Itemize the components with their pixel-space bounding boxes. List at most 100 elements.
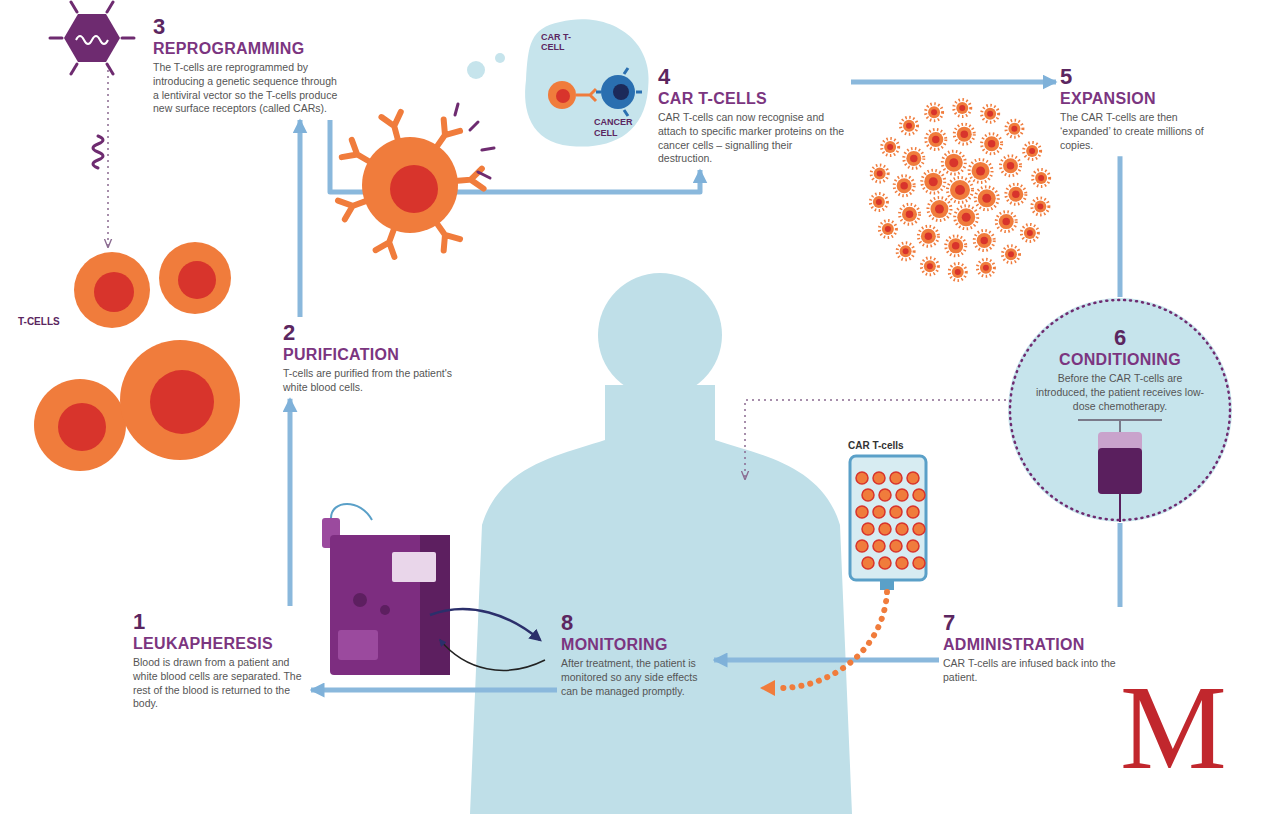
expanded-cell (1008, 123, 1020, 135)
bag-cell (896, 523, 908, 535)
lentivirus-icon (71, 64, 77, 74)
expanded-cell (1002, 246, 1019, 263)
chemotherapy-bag (1098, 432, 1142, 494)
expanded-cell (930, 200, 948, 218)
expanded-cell (1007, 162, 1015, 170)
expanded-cell (897, 243, 914, 260)
expanded-cell (922, 170, 945, 193)
chemotherapy-bag (1119, 494, 1121, 522)
bag-cell (862, 557, 874, 569)
lentivirus-icon (50, 37, 62, 40)
bag-cell (890, 472, 902, 484)
expanded-cell (955, 206, 978, 229)
body-silhouette (470, 273, 852, 814)
lentivirus-icon (122, 37, 134, 40)
expanded-cell (926, 104, 943, 121)
car-t-cell (362, 137, 458, 233)
blood-draw-tube (440, 640, 545, 670)
car-t-cell (390, 165, 438, 213)
inset-cancer-cell (596, 68, 642, 116)
expanded-cell (1006, 184, 1026, 204)
small-bubble (495, 53, 505, 63)
expanded-cell (984, 108, 996, 120)
bag-cell (907, 540, 919, 552)
expanded-cell (974, 230, 994, 250)
step-description: Before the CAR T-cells are introduced, t… (1035, 372, 1205, 413)
bag-cell (862, 489, 874, 501)
bag-cell (890, 506, 902, 518)
expanded-cell (1006, 120, 1023, 137)
expanded-cell (906, 210, 914, 218)
bag-cell (856, 506, 868, 518)
lentivirus-icon (50, 2, 134, 74)
expanded-cell (976, 166, 985, 175)
expanded-cell (1000, 156, 1020, 176)
bag-cell (873, 506, 885, 518)
lentivirus-icon (107, 2, 113, 12)
expanded-cell (900, 204, 920, 224)
expanded-cell (987, 111, 993, 117)
bag-cell (873, 540, 885, 552)
expanded-cell (870, 194, 887, 211)
body-silhouette (470, 385, 852, 814)
expanded-cell (904, 148, 924, 168)
cell-group-label: T-CELLS (18, 316, 60, 327)
expanded-cell (978, 189, 996, 207)
car-t-infusion-bag (850, 456, 926, 580)
expanded-cell (921, 258, 938, 275)
car-t-infusion-bag (880, 580, 894, 590)
expanded-cell (949, 263, 966, 280)
inset-cancer-cell (601, 75, 635, 109)
expanded-cell (1024, 142, 1041, 159)
expanded-cell (975, 187, 998, 210)
step-title: CAR T-CELLS (658, 89, 847, 108)
expanded-cell (894, 176, 914, 196)
bag-cell (862, 523, 874, 535)
step-description: The CAR T-cells are then ‘expanded’ to c… (1060, 111, 1219, 152)
expanded-cell (1003, 158, 1018, 173)
expanded-cell (1024, 227, 1036, 239)
step-block: 4CAR T-CELLSCAR T-cells can now recognis… (655, 62, 850, 169)
flow-connector (1118, 523, 1123, 607)
expanded-cell (926, 104, 943, 121)
inset-bubble: CAR T-CELLCANCER CELL (525, 20, 650, 148)
inset-car-t-cell (548, 81, 596, 109)
expanded-cell (949, 263, 966, 280)
expanded-cell (879, 221, 896, 238)
chemotherapy-bag (1078, 420, 1162, 522)
body-silhouette (598, 273, 722, 397)
step-number: 1 (133, 610, 307, 634)
step-title: ADMINISTRATION (943, 635, 1132, 654)
expanded-cell (957, 208, 975, 226)
step-block: 1LEUKAPHERESISBlood is drawn from a pati… (130, 607, 310, 714)
expanded-cell (972, 162, 990, 180)
expanded-cell (1008, 187, 1023, 202)
step-block: 3REPROGRAMMINGThe T-cells are reprogramm… (150, 12, 345, 119)
expanded-cell (885, 226, 891, 232)
expanded-cell (945, 154, 963, 172)
expanded-cell (975, 187, 998, 210)
expanded-cell (873, 196, 885, 208)
flow-connector (851, 80, 1056, 85)
bag-cell (879, 557, 891, 569)
step-description: The T-cells are reprogrammed by introduc… (153, 61, 342, 116)
expanded-cell (948, 238, 963, 253)
expanded-cell (982, 105, 999, 122)
step-block: 5EXPANSIONThe CAR T-cells are then ‘expa… (1057, 62, 1222, 155)
lentivirus-icon (76, 36, 108, 44)
expanded-cell (903, 120, 915, 132)
expanded-cell (900, 245, 912, 257)
expanded-cell (959, 105, 965, 111)
expanded-cell (921, 258, 938, 275)
expanded-cell (1026, 145, 1038, 157)
cell-stream-head (760, 680, 775, 696)
expanded-cell (932, 136, 940, 144)
expanded-cell (887, 144, 893, 150)
t-cell (34, 379, 126, 471)
expanded-cell (969, 159, 992, 182)
expanded-cell (884, 141, 896, 153)
expanded-cell (925, 232, 933, 240)
expanded-cell (897, 178, 912, 193)
expanded-cell (942, 151, 965, 174)
